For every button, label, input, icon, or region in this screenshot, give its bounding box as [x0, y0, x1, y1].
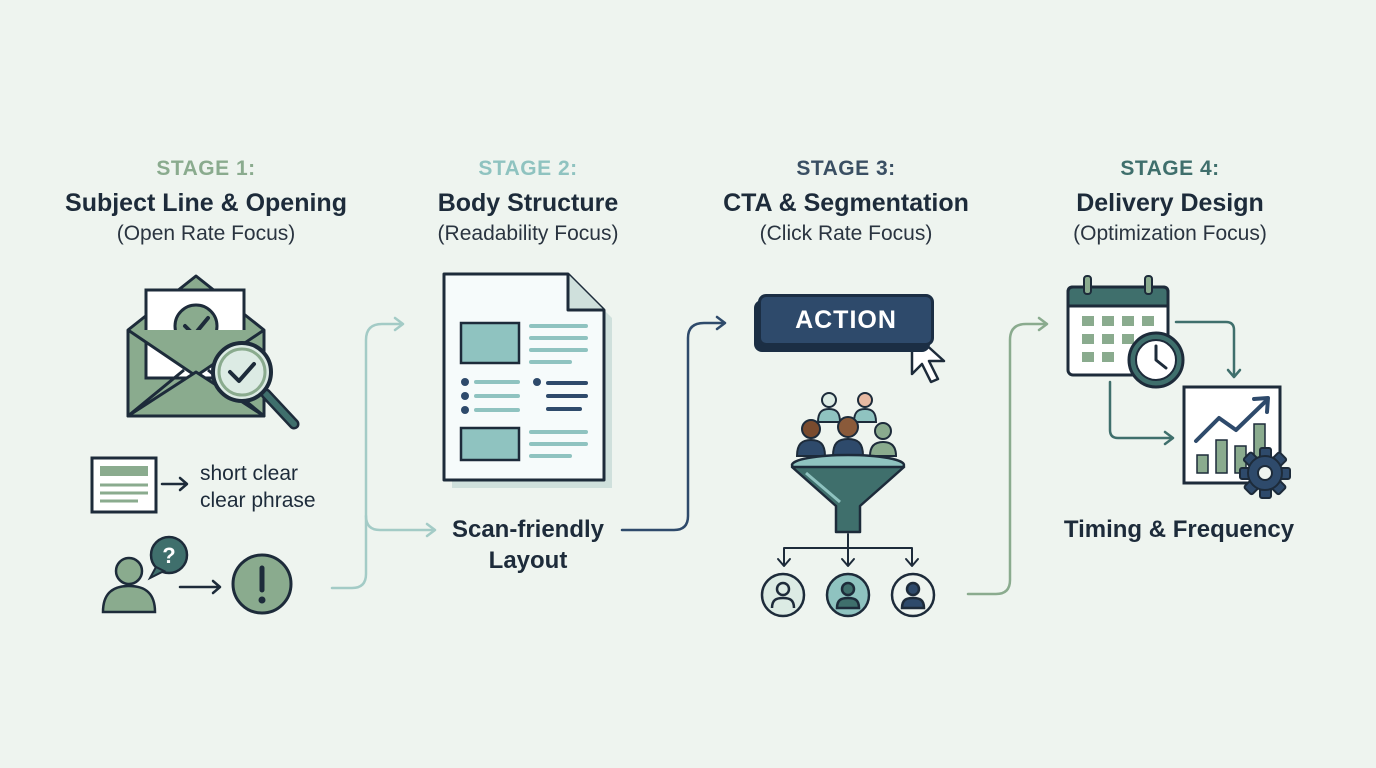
- scan-label-line-2: Layout: [488, 547, 568, 574]
- stage-3-heading: STAGE 3: CTA & Segmentation (Click Rate …: [676, 156, 1016, 248]
- scan-friendly-label: Scan-friendly Layout: [430, 514, 626, 576]
- short-phrase-line-1: short clear: [200, 462, 299, 485]
- svg-text:?: ?: [162, 543, 175, 568]
- audience-icon: [795, 392, 898, 457]
- flow-arrows-stage4: [1108, 320, 1242, 446]
- stage-4-label: STAGE 4:: [1120, 157, 1220, 180]
- funnel-icon: [790, 453, 906, 534]
- connector-stage2-stage3: [620, 315, 727, 532]
- person-icon: [101, 556, 157, 614]
- stage-3-label: STAGE 3:: [796, 157, 896, 180]
- connector-stage1-stage2: [330, 316, 437, 590]
- stage-1-focus: (Open Rate Focus): [116, 222, 296, 245]
- action-button[interactable]: ACTION: [758, 294, 934, 346]
- stage-1-title: Subject Line & Opening: [65, 189, 347, 217]
- document-page-icon: [442, 272, 612, 488]
- stage-1-label: STAGE 1:: [156, 157, 256, 180]
- magnifier-icon: [211, 341, 300, 430]
- short-phrase-note: short clear clear phrase: [200, 460, 316, 514]
- stage-1-heading: STAGE 1: Subject Line & Opening (Open Ra…: [36, 156, 376, 248]
- connector-stage3-stage4: [966, 316, 1049, 596]
- segment-user-icons: [760, 572, 936, 618]
- stage-4-title: Delivery Design: [1076, 189, 1264, 217]
- stage-2-focus: (Readability Focus): [437, 222, 619, 245]
- exclamation-icon: [231, 553, 293, 615]
- stage-2-title: Body Structure: [437, 189, 619, 217]
- stage-4-heading: STAGE 4: Delivery Design (Optimization F…: [1000, 156, 1340, 248]
- question-bubble-icon: ?: [147, 535, 189, 581]
- clock-icon: [1127, 331, 1185, 389]
- stage-2-heading: STAGE 2: Body Structure (Readability Foc…: [358, 156, 698, 248]
- stage-3-focus: (Click Rate Focus): [759, 222, 933, 245]
- stage-3-title: CTA & Segmentation: [723, 189, 969, 217]
- stage-2-label: STAGE 2:: [478, 157, 578, 180]
- scan-label-line-1: Scan-friendly: [451, 516, 605, 543]
- gear-icon: [1239, 447, 1291, 499]
- stage-4-focus: (Optimization Focus): [1073, 222, 1267, 245]
- short-phrase-line-2: clear phrase: [200, 489, 316, 512]
- segment-branches: [777, 533, 919, 567]
- text-snippet-icon: [90, 456, 189, 514]
- timing-frequency-label: Timing & Frequency: [1063, 516, 1295, 543]
